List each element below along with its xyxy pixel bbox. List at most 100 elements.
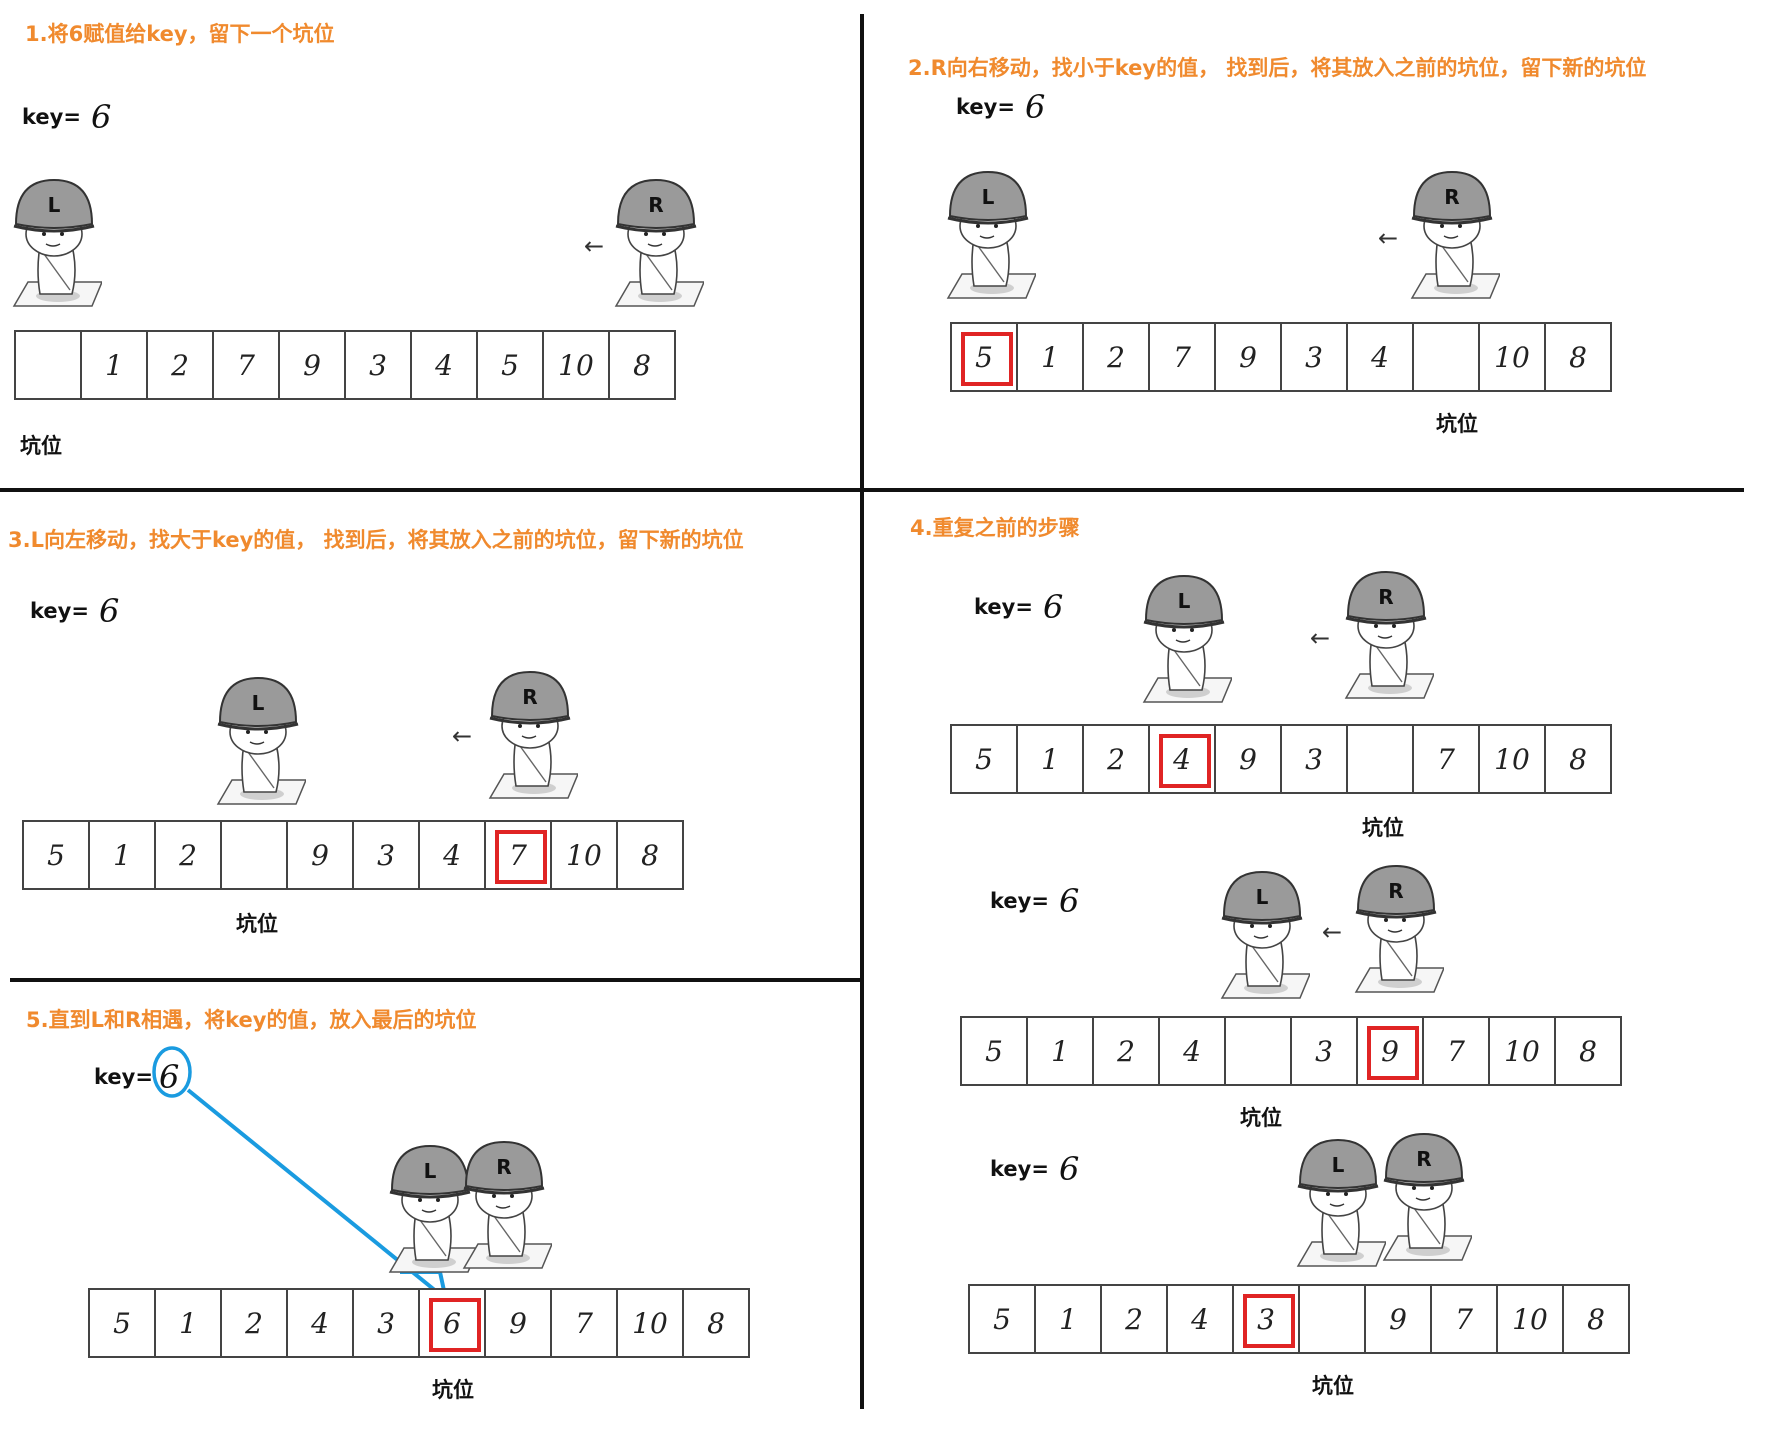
left-arrow-icon: ← [1378, 224, 1399, 252]
array-cell: 3 [1282, 726, 1348, 792]
array-cell-highlighted: 9 [1358, 1018, 1424, 1084]
array-cell: 8 [1546, 726, 1612, 792]
cell-value: 2 [1107, 742, 1125, 776]
array-cell: 10 [1480, 726, 1546, 792]
key-label: key= [30, 599, 89, 623]
cell-value: 3 [369, 348, 387, 382]
cell-value: 1 [1059, 1302, 1077, 1336]
cell-value: 5 [993, 1302, 1011, 1336]
helmet-character-icon: R [1344, 570, 1436, 699]
cell-value: 7 [1447, 1034, 1465, 1068]
horizontal-divider-middle [0, 488, 1744, 492]
l-pointer-character: L [6, 170, 104, 314]
helmet-character-icon: R [462, 1140, 554, 1269]
cell-value: 7 [237, 348, 255, 382]
r-pointer-character: R [608, 170, 706, 314]
cell-value: 3 [377, 1306, 395, 1340]
cell-value: 10 [1494, 742, 1530, 776]
r-pointer-character: R [1338, 562, 1436, 706]
key-value: 6 [98, 592, 120, 630]
l-pointer-character: L [1214, 862, 1312, 1006]
array-cell: 7 [1432, 1286, 1498, 1352]
array-cell: 10 [552, 822, 618, 888]
array-cell: 5 [24, 822, 90, 888]
left-arrow-icon: ← [1322, 918, 1343, 946]
array-cell: 5 [952, 726, 1018, 792]
helmet-character-icon: L [1220, 870, 1312, 999]
cell-value: 3 [1305, 742, 1323, 776]
array-cell: 2 [1094, 1018, 1160, 1084]
cell-value: 5 [985, 1034, 1003, 1068]
cell-value: 2 [1107, 340, 1125, 374]
array-cell: 2 [148, 332, 214, 398]
array-cell: 7 [552, 1290, 618, 1356]
cell-value: 1 [1041, 340, 1059, 374]
pointer-label: L [252, 691, 265, 715]
array-cell: 8 [618, 822, 684, 888]
r-pointer-character: R [1404, 162, 1502, 306]
cell-value: 3 [1315, 1034, 1333, 1068]
cell-value: 2 [1117, 1034, 1135, 1068]
cell-value: 9 [1239, 742, 1257, 776]
key-value: 6 [1058, 1150, 1080, 1188]
array-cell: 10 [1480, 324, 1546, 390]
helmet-character-icon: L [1296, 1138, 1388, 1267]
array-cell: 8 [1556, 1018, 1622, 1084]
pointer-label: L [1332, 1153, 1345, 1177]
step-4c-key: key=6 [990, 1150, 1079, 1188]
helmet-character-icon: L [12, 178, 104, 307]
array-cell: 3 [1282, 324, 1348, 390]
l-pointer-character: L [940, 162, 1038, 306]
key-value: 6 [1042, 588, 1064, 626]
cell-value: 9 [509, 1306, 527, 1340]
array-cell-pit [1226, 1018, 1292, 1084]
array-cell: 5 [962, 1018, 1028, 1084]
step-5-title: 5.直到L和R相遇，将key的值，放入最后的坑位 [26, 1008, 477, 1032]
cell-value: 5 [113, 1306, 131, 1340]
cell-value: 9 [1389, 1302, 1407, 1336]
array-cell: 10 [1490, 1018, 1556, 1084]
cell-value: 4 [1173, 742, 1191, 776]
helmet-character-icon: L [216, 676, 308, 805]
array-cell: 1 [156, 1290, 222, 1356]
array-cell: 9 [1216, 726, 1282, 792]
cell-value: 10 [1494, 340, 1530, 374]
step-1-pit-label: 坑位 [20, 434, 62, 458]
cell-value: 3 [377, 838, 395, 872]
cell-value: 10 [632, 1306, 668, 1340]
step-4c-pit-label: 坑位 [1312, 1374, 1354, 1398]
key-label: key= [22, 105, 81, 129]
cell-value: 4 [1371, 340, 1389, 374]
array-cell-pit [16, 332, 82, 398]
array-cell-highlighted: 7 [486, 822, 552, 888]
array-cell: 1 [90, 822, 156, 888]
step-4a-pit-label: 坑位 [1362, 816, 1404, 840]
cell-value: 3 [1305, 340, 1323, 374]
pointer-label: R [1416, 1147, 1431, 1171]
array-cell: 5 [478, 332, 544, 398]
array-cell: 4 [288, 1290, 354, 1356]
cell-value: 1 [113, 838, 131, 872]
cell-value: 8 [1569, 742, 1587, 776]
array-cell: 4 [1168, 1286, 1234, 1352]
array-cell: 2 [1084, 324, 1150, 390]
cell-value: 1 [1051, 1034, 1069, 1068]
array-cell: 10 [618, 1290, 684, 1356]
array-cell-pit [1348, 726, 1414, 792]
cell-value: 2 [1125, 1302, 1143, 1336]
helmet-character-icon: R [1354, 864, 1446, 993]
left-arrow-icon: ← [584, 232, 605, 260]
pointer-label: L [982, 185, 995, 209]
array-cell: 7 [1150, 324, 1216, 390]
array-cell: 3 [1292, 1018, 1358, 1084]
array-cell: 1 [1018, 726, 1084, 792]
array-cell: 4 [420, 822, 486, 888]
cell-value: 9 [1381, 1034, 1399, 1068]
cell-value: 4 [435, 348, 453, 382]
array-cell: 9 [486, 1290, 552, 1356]
array-cell: 3 [346, 332, 412, 398]
key-label: key= [94, 1065, 153, 1089]
array-cell-pit [1300, 1286, 1366, 1352]
step-3-title: 3.L向左移动，找大于key的值， 找到后，将其放入之前的坑位，留下新的坑位 [8, 528, 744, 552]
